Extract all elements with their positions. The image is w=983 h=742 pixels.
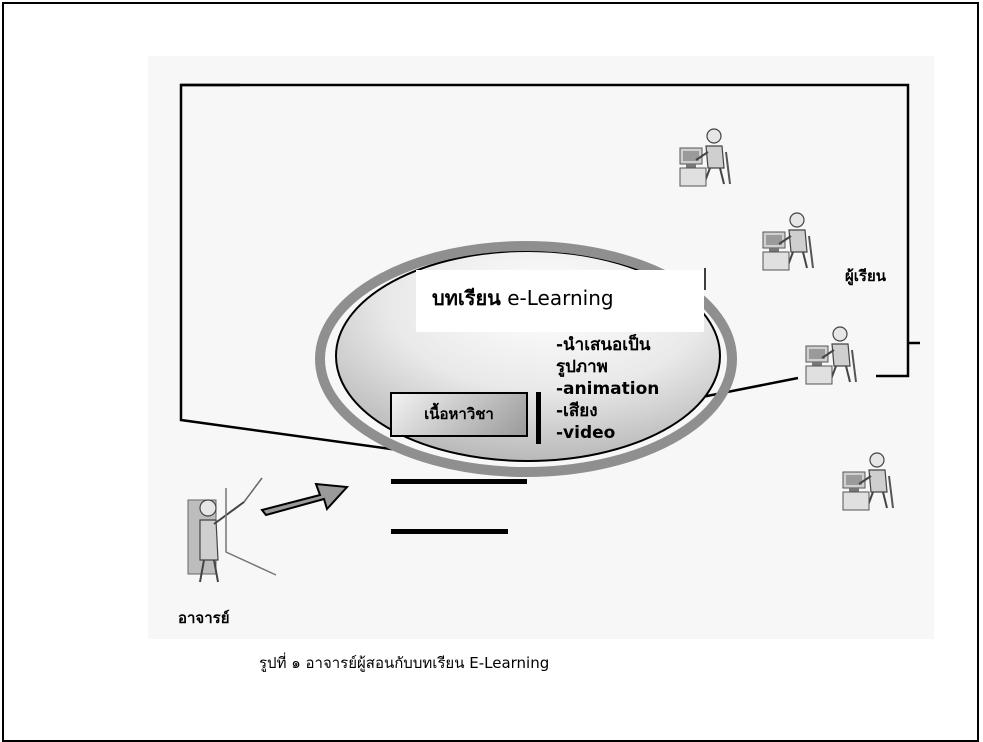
feature-list: -นำเสนอเป็น รูปภาพ -animation -เสียง -vi… [556, 334, 696, 474]
content-box: เนื้อหาวิชา [390, 392, 528, 437]
feature-item: -video [556, 423, 616, 443]
feature-item: -เสียง [556, 401, 598, 421]
right-arrow-icon [260, 482, 350, 517]
vertical-bar [536, 392, 541, 444]
computer-user-icon [842, 452, 894, 511]
computer-user-icon [762, 212, 814, 271]
lesson-title: บทเรียน e-Learning [432, 286, 614, 310]
connection-top [181, 83, 910, 378]
elearning-diagram [179, 83, 920, 583]
lesson-title-box: บทเรียน e-Learning [416, 270, 704, 332]
figure-caption: รูปที่ ๑ อาจารย์ผู้สอนกับบทเรียน E-Learn… [259, 654, 550, 672]
learner-label: ผู้เรียน [845, 267, 887, 285]
feature-item: -animation [556, 379, 660, 399]
feature-item: รูปภาพ [556, 357, 608, 377]
bar-2 [391, 529, 508, 534]
lesson-oval-ring [315, 241, 737, 477]
teacher-label: อาจารย์ [178, 609, 230, 627]
teacher-pointing-icon [187, 477, 277, 583]
computer-user-icon [805, 326, 857, 385]
computer-user-icon [679, 128, 731, 187]
feature-item: -นำเสนอเป็น [556, 335, 651, 355]
bar-1 [391, 479, 527, 484]
